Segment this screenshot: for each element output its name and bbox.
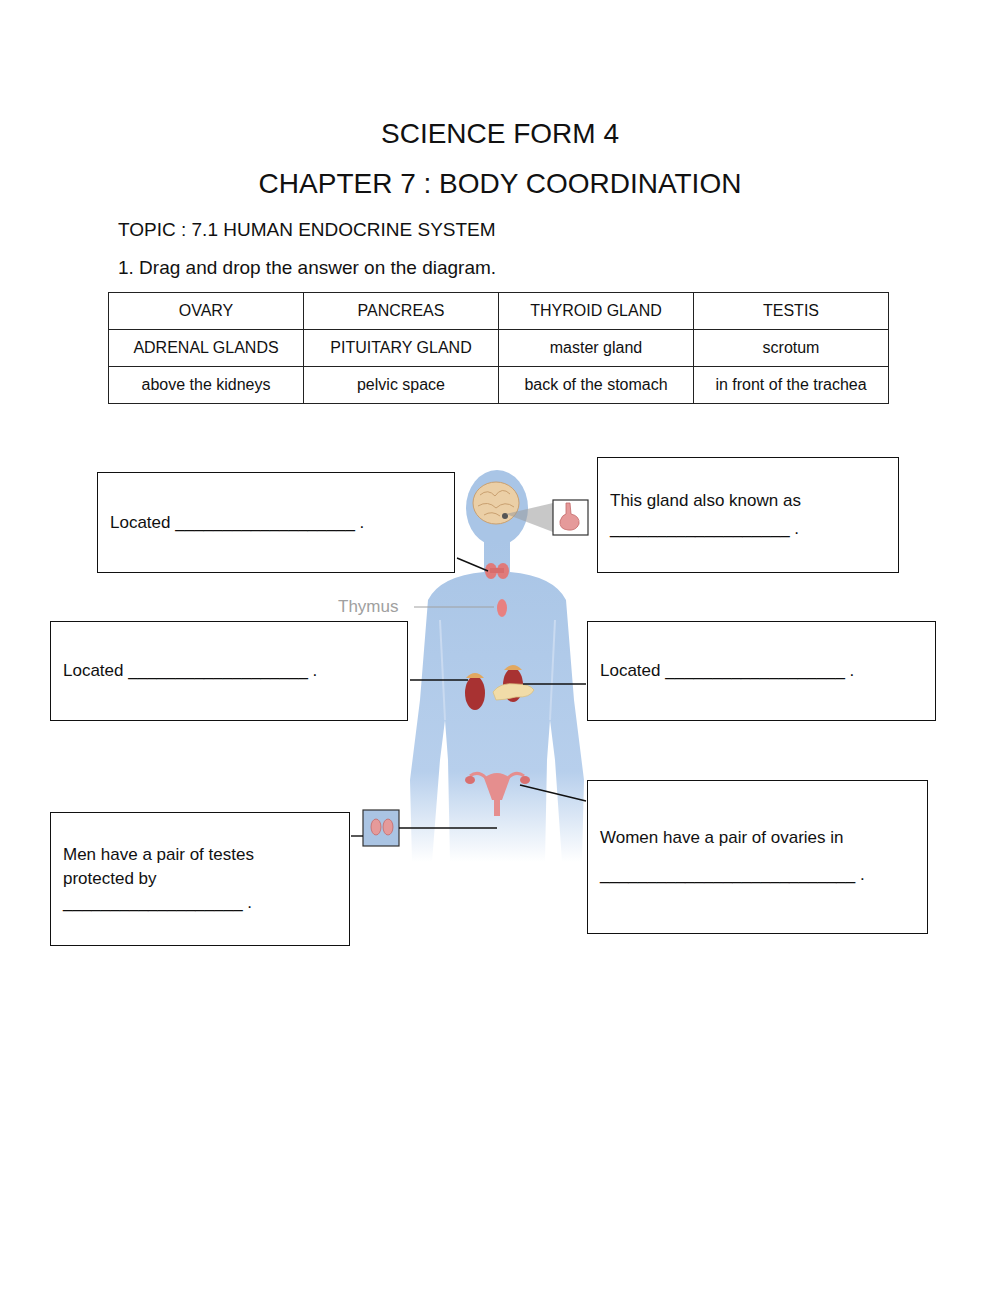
answer-box: Located ___________________ . — [587, 621, 936, 721]
page-title: SCIENCE FORM 4 — [0, 118, 1000, 150]
thymus-leader — [414, 607, 494, 608]
table-cell: pelvic space — [303, 366, 499, 404]
organ-label: Thymus — [336, 597, 400, 617]
thyroid-gland — [485, 563, 509, 579]
table-cell: THYROID GLAND — [498, 292, 694, 330]
table-cell: above the kidneys — [108, 366, 304, 404]
chapter-heading: CHAPTER 7 : BODY COORDINATION — [0, 168, 1000, 200]
cell-text: THYROID GLAND — [530, 302, 662, 320]
kidneys-adrenals-pancreas — [465, 665, 534, 710]
thymus — [497, 599, 507, 617]
instruction-text: 1. Drag and drop the answer on the diagr… — [118, 257, 496, 279]
testes-inset — [363, 810, 399, 846]
table-cell: master gland — [498, 329, 694, 367]
cell-text: back of the stomach — [524, 376, 667, 394]
cell-text: above the kidneys — [142, 376, 271, 394]
answer-box: Women have a pair of ovaries in ________… — [587, 780, 928, 934]
table-cell: in front of the trachea — [693, 366, 889, 404]
cell-text: TESTIS — [763, 302, 819, 320]
box-text: This gland also known as _______________… — [610, 487, 886, 543]
box-text: Women have a pair of ovaries in ________… — [600, 820, 911, 893]
cell-text: in front of the trachea — [715, 376, 866, 394]
table-cell: OVARY — [108, 292, 304, 330]
cell-text: PITUITARY GLAND — [330, 339, 471, 357]
cell-text: master gland — [550, 339, 643, 357]
table-cell: TESTIS — [693, 292, 889, 330]
table-cell: ADRENAL GLANDS — [108, 329, 304, 367]
answer-box: Located ___________________ . — [97, 472, 455, 573]
table-cell: back of the stomach — [498, 366, 694, 404]
inset-wedge — [506, 503, 553, 532]
box-text: Located ___________________ . — [110, 509, 442, 536]
answer-box: This gland also known as _______________… — [597, 457, 899, 573]
topic-heading: TOPIC : 7.1 HUMAN ENDOCRINE SYSTEM — [118, 219, 496, 241]
cell-text: PANCREAS — [358, 302, 445, 320]
box-text: Men have a pair of testes protected by _… — [63, 843, 289, 915]
table-cell: PITUITARY GLAND — [303, 329, 499, 367]
table-cell: scrotum — [693, 329, 889, 367]
uterus-ovaries — [465, 773, 530, 816]
brain — [473, 482, 519, 524]
cell-text: scrotum — [763, 339, 820, 357]
answer-box: Located ___________________ . — [50, 621, 408, 721]
box-text: Located ___________________ . — [600, 657, 923, 684]
table-cell: PANCREAS — [303, 292, 499, 330]
box-text: Located ___________________ . — [63, 657, 395, 684]
pituitary-inset — [553, 500, 588, 535]
cell-text: ADRENAL GLANDS — [133, 339, 278, 357]
answer-box: Men have a pair of testes protected by _… — [50, 812, 350, 946]
cell-text: OVARY — [179, 302, 234, 320]
cell-text: pelvic space — [357, 376, 445, 394]
